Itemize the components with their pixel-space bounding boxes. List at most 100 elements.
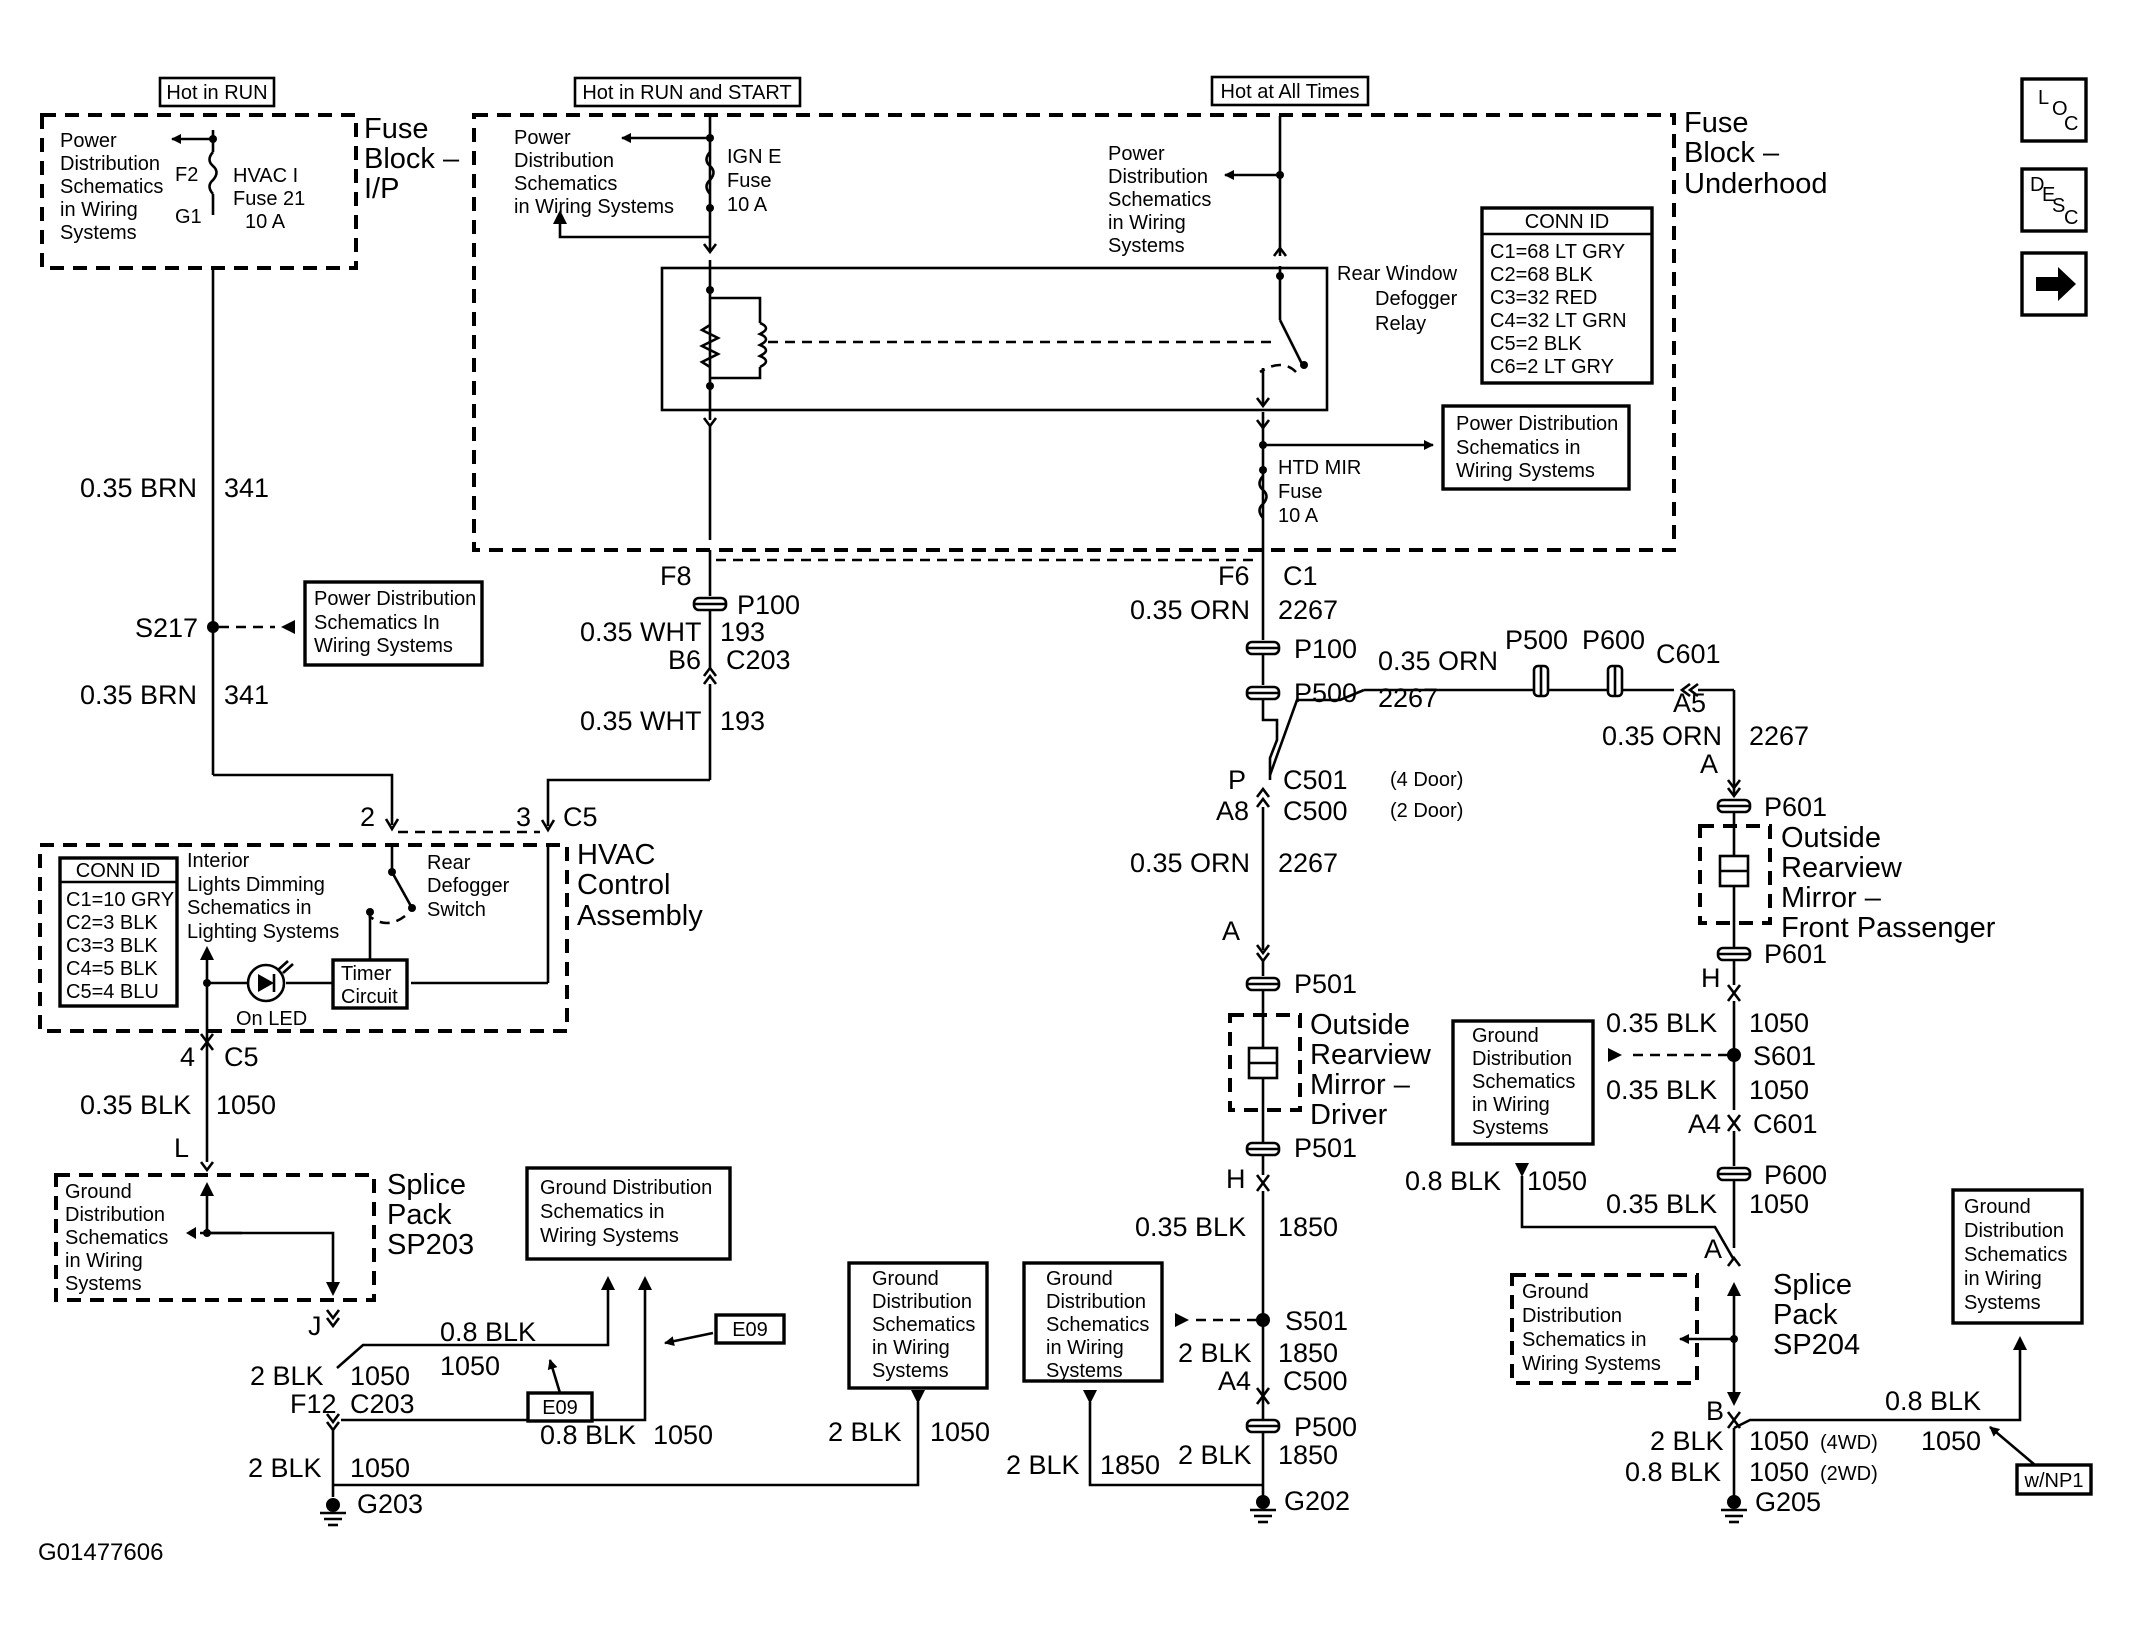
svg-text:Distribution: Distribution xyxy=(60,153,160,175)
svg-text:C6=2 LT GRY: C6=2 LT GRY xyxy=(1490,356,1614,378)
svg-text:Schematics in: Schematics in xyxy=(1456,437,1581,459)
svg-text:2267: 2267 xyxy=(1378,683,1438,713)
svg-text:Timer: Timer xyxy=(341,963,392,985)
svg-text:Block –: Block – xyxy=(1684,137,1780,169)
svg-text:P501: P501 xyxy=(1294,1133,1357,1163)
svg-text:P500: P500 xyxy=(1294,678,1357,708)
svg-text:Lighting Systems: Lighting Systems xyxy=(187,921,339,943)
svg-text:A: A xyxy=(1700,749,1718,779)
svg-text:A5: A5 xyxy=(1673,688,1706,718)
svg-text:2267: 2267 xyxy=(1278,848,1338,878)
svg-text:C500: C500 xyxy=(1283,1366,1348,1396)
svg-text:1050: 1050 xyxy=(1749,1457,1809,1487)
svg-text:C: C xyxy=(2064,207,2078,229)
svg-text:Schematics: Schematics xyxy=(1108,189,1211,211)
svg-text:Rearview: Rearview xyxy=(1781,852,1903,884)
conn-id-table-underhood: CONN ID C1=68 LT GRY C2=68 BLK C3=32 RED… xyxy=(1480,206,1654,385)
svg-text:Schematics: Schematics xyxy=(1964,1244,2067,1266)
svg-text:Ground: Ground xyxy=(1964,1196,2031,1218)
svg-text:Lights Dimming: Lights Dimming xyxy=(187,874,325,896)
svg-text:1050: 1050 xyxy=(1921,1426,1981,1456)
svg-text:A: A xyxy=(1704,1234,1722,1264)
svg-text:HVAC: HVAC xyxy=(577,839,655,871)
svg-text:(2WD): (2WD) xyxy=(1820,1463,1878,1485)
svg-text:1050: 1050 xyxy=(1749,1189,1809,1219)
next-arrow-icon[interactable] xyxy=(2020,251,2088,317)
svg-text:Rear: Rear xyxy=(427,852,471,874)
svg-text:(4WD): (4WD) xyxy=(1820,1432,1878,1454)
svg-text:Fuse: Fuse xyxy=(364,113,428,145)
svg-text:Wiring Systems: Wiring Systems xyxy=(1456,460,1595,482)
conn-id-table-hvac: CONN ID C1=10 GRY C2=3 BLK C3=3 BLK C4=5… xyxy=(58,856,179,1008)
svg-text:Fuse: Fuse xyxy=(1278,481,1322,503)
driver-mirror-circuit: F6 C1 0.35 ORN 2267 P100 P500 P C501 (4 … xyxy=(1006,550,1463,1524)
svg-text:3: 3 xyxy=(516,802,531,832)
svg-text:C501: C501 xyxy=(1283,765,1348,795)
svg-text:Distribution: Distribution xyxy=(1046,1291,1146,1313)
svg-text:HVAC I: HVAC I xyxy=(233,165,298,187)
svg-text:H: H xyxy=(1701,963,1721,993)
svg-text:Distribution: Distribution xyxy=(65,1204,165,1226)
svg-text:0.35 ORN: 0.35 ORN xyxy=(1378,646,1498,676)
svg-text:1050: 1050 xyxy=(1749,1075,1809,1105)
on-led-icon xyxy=(246,960,294,1003)
svg-text:SP203: SP203 xyxy=(387,1229,474,1261)
sp203-ground-circuit: 0.35 BLK 1050 L Splice Pack SP203 Ground… xyxy=(54,1039,990,1527)
ground-g202-icon xyxy=(1250,1495,1276,1524)
outside-rearview-mirror-front-passenger: Outside Rearview Mirror – Front Passenge… xyxy=(1698,812,1996,948)
svg-text:0.8 BLK: 0.8 BLK xyxy=(1625,1457,1721,1487)
svg-text:1850: 1850 xyxy=(1100,1450,1160,1480)
timer-circuit: Timer Circuit xyxy=(331,958,409,1010)
svg-text:0.35 BLK: 0.35 BLK xyxy=(1606,1189,1717,1219)
svg-text:C5: C5 xyxy=(563,802,598,832)
svg-text:P601: P601 xyxy=(1764,792,1827,822)
svg-text:E: E xyxy=(2042,184,2055,206)
svg-text:Block –: Block – xyxy=(364,143,460,175)
svg-text:193: 193 xyxy=(720,617,765,647)
svg-text:Front Passenger: Front Passenger xyxy=(1781,912,1996,944)
svg-text:0.35 BLK: 0.35 BLK xyxy=(80,1090,191,1120)
svg-text:Systems: Systems xyxy=(872,1360,949,1382)
svg-text:2 BLK: 2 BLK xyxy=(1650,1426,1724,1456)
svg-text:E09: E09 xyxy=(542,1397,578,1419)
svg-text:HTD MIR: HTD MIR xyxy=(1278,457,1361,479)
svg-text:1050: 1050 xyxy=(350,1453,410,1483)
svg-text:Pack: Pack xyxy=(387,1199,452,1231)
svg-text:C4=32 LT GRN: C4=32 LT GRN xyxy=(1490,310,1627,332)
svg-text:Schematics in: Schematics in xyxy=(1522,1329,1647,1351)
svg-text:10 A: 10 A xyxy=(245,211,286,233)
header-hot-run-start: Hot in RUN and START xyxy=(573,76,802,108)
svg-text:Switch: Switch xyxy=(427,899,486,921)
svg-text:2 BLK: 2 BLK xyxy=(250,1361,324,1391)
header-hot-all-times: Hot at All Times xyxy=(1210,75,1370,107)
svg-text:Systems: Systems xyxy=(1046,1360,1123,1382)
svg-text:Hot at All Times: Hot at All Times xyxy=(1221,81,1360,103)
svg-text:1050: 1050 xyxy=(1527,1166,1587,1196)
svg-text:2267: 2267 xyxy=(1749,721,1809,751)
svg-text:Fuse: Fuse xyxy=(727,170,771,192)
svg-text:in Wiring: in Wiring xyxy=(1472,1094,1550,1116)
svg-text:P501: P501 xyxy=(1294,969,1357,999)
svg-text:C203: C203 xyxy=(350,1389,415,1419)
svg-text:Ground: Ground xyxy=(1472,1025,1539,1047)
svg-text:Hot in RUN: Hot in RUN xyxy=(166,82,267,104)
svg-text:1050: 1050 xyxy=(1749,1426,1809,1456)
svg-text:2 BLK: 2 BLK xyxy=(828,1417,902,1447)
svg-text:S: S xyxy=(2052,195,2065,217)
svg-text:C203: C203 xyxy=(726,645,791,675)
svg-text:341: 341 xyxy=(224,680,269,710)
svg-text:IGN E: IGN E xyxy=(727,146,781,168)
svg-text:(2 Door): (2 Door) xyxy=(1390,800,1463,822)
svg-text:Systems: Systems xyxy=(1472,1117,1549,1139)
svg-text:2 BLK: 2 BLK xyxy=(1006,1450,1080,1480)
svg-text:Schematics: Schematics xyxy=(65,1227,168,1249)
header-hot-run: Hot in RUN xyxy=(158,76,276,108)
svg-text:C3=32 RED: C3=32 RED xyxy=(1490,287,1597,309)
svg-text:C500: C500 xyxy=(1283,796,1348,826)
svg-text:F12: F12 xyxy=(290,1389,337,1419)
svg-text:Mirror –: Mirror – xyxy=(1781,882,1882,914)
svg-text:Splice: Splice xyxy=(1773,1269,1852,1301)
svg-text:Wiring Systems: Wiring Systems xyxy=(314,635,453,657)
